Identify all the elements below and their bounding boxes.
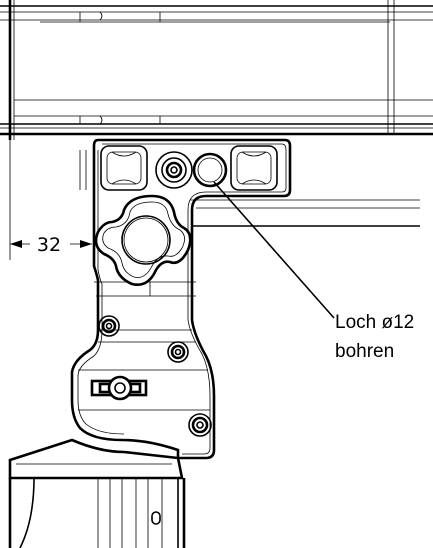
screw-bottom — [188, 413, 212, 437]
note-line-1: Loch ø12 — [335, 312, 414, 333]
screw-top — [155, 151, 193, 189]
leader-line — [213, 181, 335, 319]
dimension-label: 32 — [37, 234, 61, 256]
lower-post — [8, 438, 186, 548]
screw-left — [98, 315, 120, 337]
profile-rail — [0, 0, 433, 142]
slot-left — [100, 145, 148, 191]
drill-hole — [192, 152, 228, 188]
dimension-32: 32 — [9, 140, 92, 260]
callout: Loch ø12 bohren — [213, 181, 414, 362]
slot-right — [230, 145, 278, 191]
note-line-2: bohren — [335, 341, 394, 362]
screw-middle — [167, 341, 189, 363]
star-knob — [94, 194, 192, 286]
clamp-lever — [90, 375, 148, 401]
bracket-plate — [70, 138, 420, 460]
